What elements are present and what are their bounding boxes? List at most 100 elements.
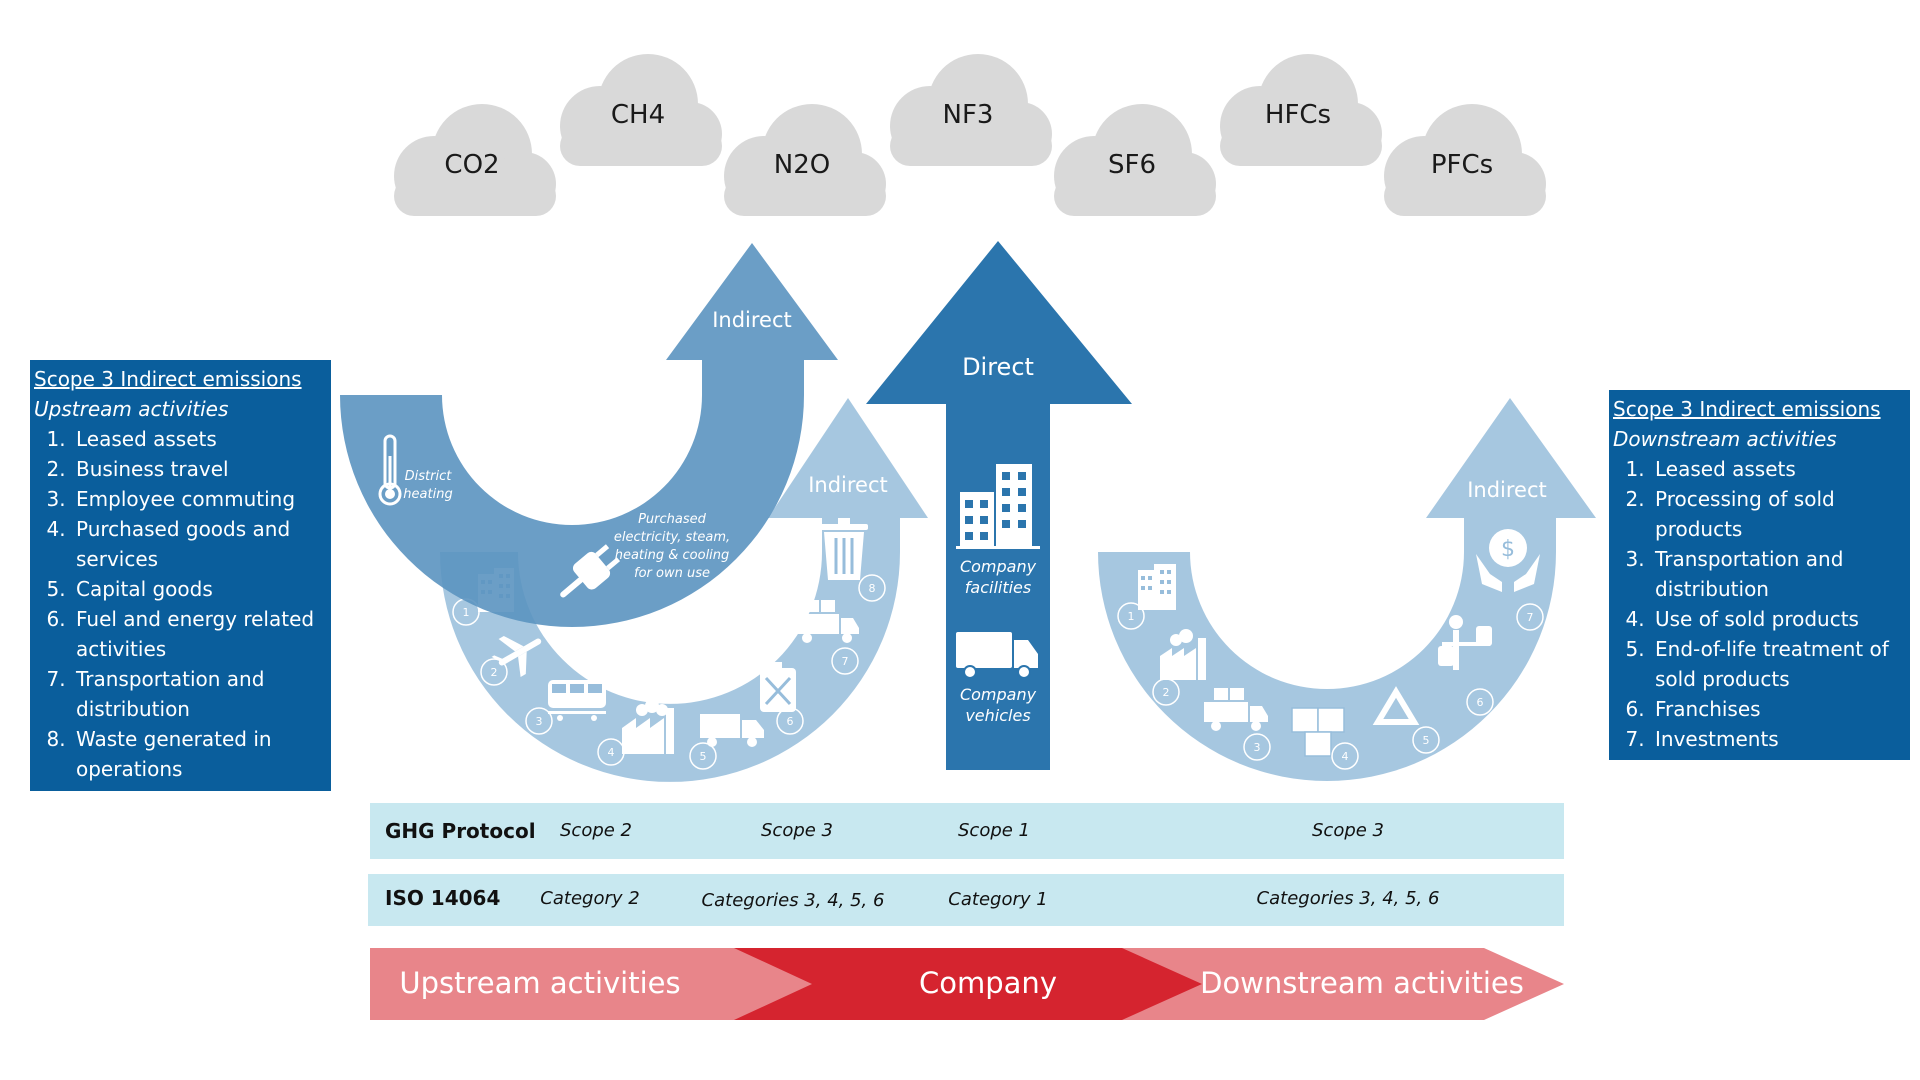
plug-icon: [560, 544, 621, 598]
trash-can-icon: [820, 518, 868, 580]
badge-number: 4: [608, 746, 615, 759]
company-truck-icon: [956, 632, 1038, 679]
list-item: Leased assets: [1651, 454, 1906, 484]
badge-number: 6: [1477, 696, 1484, 709]
upstream-scope3-box: Scope 3 Indirect emissions Upstream acti…: [30, 360, 331, 791]
ghg-cell-scope3-upstream: Scope 3: [760, 820, 834, 841]
list-item: Transportation and distribution: [1651, 544, 1906, 604]
badge-number: 3: [536, 715, 543, 728]
iso-cell-downstream-categories: Categories 3, 4, 5, 6: [1256, 888, 1440, 909]
chevron-downstream-label: Downstream activities: [1200, 966, 1524, 1000]
downstream-badge-7: 7: [1516, 603, 1544, 631]
boxes-icon: [1291, 707, 1345, 757]
company-chevron: [734, 948, 1202, 1020]
downstream-badge-5: 5: [1412, 726, 1440, 754]
train-icon: [548, 680, 606, 721]
upstream-box-subheading: Upstream activities: [34, 397, 229, 421]
list-item: Employee commuting: [72, 484, 327, 514]
district-heating-line-2: heating: [403, 487, 452, 502]
cloud-label: NF3: [943, 100, 994, 130]
list-item: Capital goods: [72, 574, 327, 604]
iso-14064-row: ISO 14064 Category 2 Categories 3, 4, 5,…: [368, 874, 1564, 926]
list-item: Franchises: [1651, 694, 1906, 724]
ghg-protocol-row: GHG Protocol Scope 2 Scope 3 Scope 1 Sco…: [370, 803, 1564, 859]
scope2-indirect-arrow: Indirect District heating Purchased elec…: [340, 243, 838, 627]
building-icon: [1138, 564, 1176, 610]
district-heating-line-1: District: [405, 469, 453, 484]
cloud-ch4: CH4: [560, 54, 722, 166]
cloud-label: HFCs: [1265, 100, 1331, 130]
downstream-badge-6: 6: [1466, 688, 1494, 716]
badge-number: 5: [1423, 734, 1430, 747]
upstream-badge-6: 6: [776, 707, 804, 735]
upstream-badge-8: 8: [858, 574, 886, 602]
badge-number: 4: [1342, 750, 1349, 763]
cloud-nf3: NF3: [890, 54, 1052, 166]
upstream-badge-4: 4: [597, 738, 625, 766]
direct-arrow: Direct Company facilities Company vehi: [866, 241, 1132, 770]
downstream-activities-list: Leased assets Processing of sold product…: [1613, 454, 1906, 754]
purchased-line-1: Purchased: [638, 512, 707, 527]
airplane-icon: [491, 635, 542, 678]
list-item: Investments: [1651, 724, 1906, 754]
cloud-pfcs: PFCs: [1384, 104, 1546, 216]
upstream-activities-list: Leased assets Business travel Employee c…: [34, 424, 327, 784]
thermometer-icon: [378, 434, 402, 506]
badge-number: 2: [491, 666, 498, 679]
downstream-indirect-label: Indirect: [1467, 478, 1547, 502]
ghg-cell-scope2: Scope 2: [559, 820, 633, 841]
activity-chevrons: Upstream activities Company Downstream a…: [370, 948, 1564, 1020]
downstream-indirect-arrow: Indirect $ 1: [1098, 398, 1596, 781]
ghg-row-label: GHG Protocol: [385, 819, 536, 843]
list-item: Waste generated in operations: [72, 724, 327, 784]
franchise-icon: [1438, 615, 1492, 670]
list-item: Purchased goods and services: [72, 514, 327, 574]
purchased-line-2: electricity, steam,: [614, 530, 730, 545]
badge-number: 2: [1163, 686, 1170, 699]
upstream-box-heading: Scope 3 Indirect emissions: [34, 367, 302, 391]
list-item: Use of sold products: [1651, 604, 1906, 634]
company-vehicles-line-1: Company: [960, 685, 1037, 704]
upstream-chevron: [370, 948, 814, 1020]
delivery-truck-icon: [1204, 688, 1268, 731]
cloud-label: CH4: [611, 100, 665, 130]
ghg-cell-scope1: Scope 1: [957, 820, 1031, 841]
chevron-upstream-label: Upstream activities: [399, 966, 680, 1000]
badge-number: 7: [842, 655, 849, 668]
badge-number: 5: [700, 750, 707, 763]
ghg-cell-scope3-downstream: Scope 3: [1311, 820, 1385, 841]
fuel-can-icon: [760, 662, 796, 712]
downstream-badge-1: 1: [1117, 602, 1145, 630]
cloud-n2o: N2O: [724, 104, 886, 216]
cloud-sf6: SF6: [1054, 104, 1216, 216]
company-facilities-line-2: facilities: [965, 578, 1031, 597]
upstream-badge-2: 2: [480, 658, 508, 686]
downstream-box-heading: Scope 3 Indirect emissions: [1613, 397, 1881, 421]
cloud-label: CO2: [444, 150, 499, 180]
list-item: Transportation and distribution: [72, 664, 327, 724]
badge-number: 8: [869, 582, 876, 595]
direct-label: Direct: [962, 353, 1034, 381]
cloud-label: SF6: [1108, 150, 1156, 180]
purchased-line-3: heating & cooling: [615, 548, 730, 563]
truck-icon: [700, 714, 764, 747]
cloud-co2: CO2: [394, 104, 556, 216]
list-item: Processing of sold products: [1651, 484, 1906, 544]
gas-clouds: CO2 CH4 N2O NF3 SF6 HFCs PFCs: [394, 54, 1546, 216]
downstream-badge-3: 3: [1243, 733, 1271, 761]
list-item: End-of-life treatment of sold products: [1651, 634, 1906, 694]
downstream-chevron: [1120, 948, 1564, 1020]
scope2-indirect-label: Indirect: [712, 308, 792, 332]
iso-cell-category1: Category 1: [948, 889, 1048, 910]
upstream-badge-5: 5: [689, 742, 717, 770]
company-facilities-line-1: Company: [960, 557, 1037, 576]
list-item: Fuel and energy related activities: [72, 604, 327, 664]
list-item: Business travel: [72, 454, 327, 484]
badge-number: 1: [463, 606, 470, 619]
factory-icon: [622, 699, 674, 754]
upstream-indirect-label: Indirect: [808, 473, 888, 497]
iso-cell-category2: Category 2: [540, 888, 640, 909]
iso-row-label: ISO 14064: [385, 886, 501, 910]
company-vehicles-line-2: vehicles: [965, 706, 1030, 725]
